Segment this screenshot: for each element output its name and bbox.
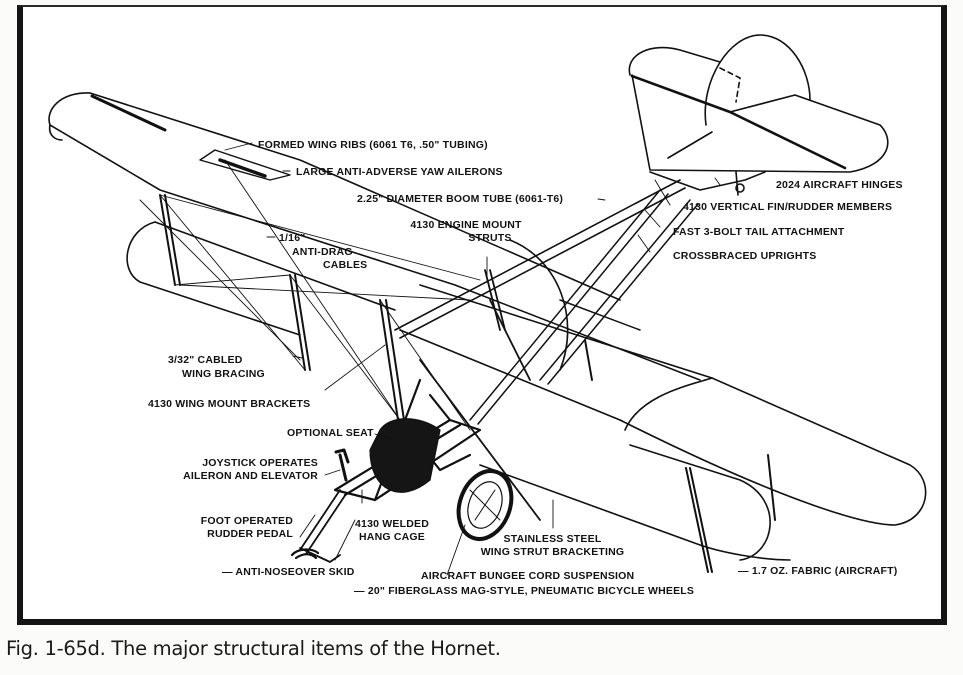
engine-mount-struts <box>419 269 541 521</box>
wing-struts <box>159 194 776 573</box>
crossbraced-uprights <box>469 189 699 425</box>
aileron <box>199 149 291 181</box>
figure-frame <box>17 5 947 625</box>
tail-assembly <box>628 34 889 196</box>
joystick <box>334 448 350 482</box>
label-hang-cage: 4130 WELDED HANG CAGE <box>352 518 432 544</box>
label-tail-attachment: FAST 3-BOLT TAIL ATTACHMENT <box>673 226 845 238</box>
label-wing-mount: 4130 WING MOUNT BRACKETS <box>148 398 311 410</box>
label-rudder-pedal: FOOT OPERATED RUDDER PEDAL <box>190 515 293 541</box>
figure-caption: Fig. 1-65d. The major structural items o… <box>6 637 501 660</box>
label-anti-drag: ANTI-DRAG <box>292 246 353 258</box>
label-wheels: — 20" FIBERGLASS MAG-STYLE, PNEUMATIC BI… <box>354 585 695 597</box>
propeller-arc <box>509 239 569 371</box>
rudder-pedal-skid <box>290 489 356 563</box>
label-seat: OPTIONAL SEAT <box>287 427 374 439</box>
label-engine-mount-line2: STRUTS <box>468 232 512 244</box>
label-hinges: 2024 AIRCRAFT HINGES <box>776 179 903 191</box>
label-bungee: AIRCRAFT BUNGEE CORD SUSPENSION <box>421 570 635 582</box>
label-rudder-pedal-line2: RUDDER PEDAL <box>207 528 293 540</box>
upper-wing-right <box>399 284 927 526</box>
seat <box>369 418 441 493</box>
leader-lines <box>224 142 721 576</box>
label-uprights: CROSSBRACED UPRIGHTS <box>673 250 817 262</box>
label-joystick-line1: JOYSTICK OPERATES <box>202 457 318 469</box>
label-strut-bracket: STAINLESS STEEL WING STRUT BRACKETING <box>470 533 635 559</box>
label-ailerons: LARGE ANTI-ADVERSE YAW AILERONS <box>296 166 503 178</box>
label-engine-mount: 4130 ENGINE MOUNT STRUTS <box>396 219 536 245</box>
label-strut-bracket-line2: WING STRUT BRACKETING <box>480 546 625 558</box>
upper-wing <box>48 92 701 381</box>
label-wing-ribs: FORMED WING RIBS (6061 T6, .50" TUBING) <box>258 139 488 151</box>
wheel <box>456 469 514 541</box>
aileron-hinge-line <box>218 158 267 178</box>
lower-wing-right <box>479 444 791 561</box>
label-joystick: JOYSTICK OPERATES AILERON AND ELEVATOR <box>170 457 318 483</box>
label-wing-bracing-line1: 3/32" CABLED <box>168 354 243 366</box>
label-wing-bracing-line2: WING BRACING <box>182 368 265 380</box>
label-strut-bracket-line1: STAINLESS STEEL <box>503 533 602 545</box>
label-rudder-pedal-line1: FOOT OPERATED <box>200 515 293 527</box>
bracing-cables <box>139 159 481 431</box>
label-anti-drag-cables: CABLES <box>323 259 368 271</box>
label-joystick-line2: AILERON AND ELEVATOR <box>183 470 318 482</box>
label-anti-drag-size: 1/16" <box>279 232 306 244</box>
label-hang-cage-line1: 4130 WELDED <box>355 518 429 530</box>
label-boom-tube: 2.25" DIAMETER BOOM TUBE (6061-T6) <box>357 193 564 205</box>
label-fin-rudder: 4130 VERTICAL FIN/RUDDER MEMBERS <box>683 201 893 213</box>
label-fabric: — 1.7 OZ. FABRIC (AIRCRAFT) <box>738 565 898 577</box>
label-skid: — ANTI-NOSEOVER SKID <box>222 566 355 578</box>
label-engine-mount-line1: 4130 ENGINE MOUNT <box>410 219 522 231</box>
label-hang-cage-line2: HANG CAGE <box>359 531 425 543</box>
